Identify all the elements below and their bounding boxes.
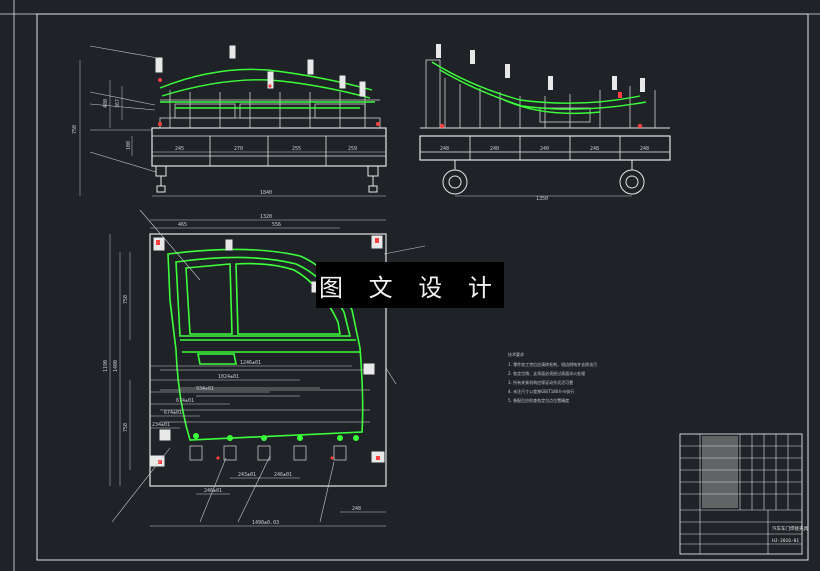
plan-left-b-dim: 750: [123, 295, 129, 304]
title-block-drawing-no: HJ-2016-01: [772, 538, 799, 544]
plan-left-overall-dim: 1190: [103, 360, 109, 372]
side-elevation-view: 248 240 240 248 248 1350: [419, 44, 671, 202]
notes-line-5: 5. 装配后应检查各定位点位置精度: [508, 397, 569, 403]
plan-datum-4: 674±01: [176, 398, 194, 404]
plan-top-b-dim: 556: [272, 222, 281, 228]
plan-datum-2: 1024±01: [218, 374, 239, 380]
notes-line-1: 1. 零件加工完后应清除毛刺，锐边倒钝并去除油污: [508, 361, 597, 367]
top-height-total-dim: 750: [72, 125, 78, 134]
top-bay-dim-3: 255: [292, 146, 301, 152]
title-block: [679, 433, 803, 555]
plan-datum-1: 1246±01: [240, 360, 261, 366]
top-height-c-dim: 100: [126, 141, 132, 150]
plan-overall-width-dim: 1490±0.03: [252, 520, 279, 526]
notes-line-3: 3. 所有夹紧机构应保证动作灵活可靠: [508, 379, 573, 385]
title-block-fill: [702, 436, 738, 508]
plan-bottom-b-dim: 243±01: [238, 472, 256, 478]
plan-datum-5: 674±01: [164, 410, 182, 416]
notes-line-2: 2. 各定位销、支承面必须经过表面淬火处理: [508, 370, 585, 376]
top-bay-dim-1: 245: [175, 146, 184, 152]
plan-left-a-dim: 1400: [113, 360, 119, 372]
plan-datum-6: 234±01: [152, 422, 170, 428]
technical-notes: 技术要求 1. 零件加工完后应清除毛刺，锐边倒钝并去除油污 2. 各定位销、支承…: [508, 351, 597, 403]
front-elevation-view: 245 270 255 259 1840 750 480 367 100: [72, 45, 387, 197]
title-block-name: 汽车车门焊接夹具: [772, 525, 808, 532]
notes-title: 技术要求: [508, 351, 524, 357]
plan-bottom-c-dim: 246±01: [274, 472, 292, 478]
top-height-b-dim: 367: [115, 99, 121, 108]
watermark-banner: 图 文 设 计: [316, 262, 504, 308]
plan-view: 1320 465 556 1490±0.03 246±01 243±01 246…: [103, 209, 426, 527]
plan-datum-3: 934±01: [196, 386, 214, 392]
plan-left-c-dim: 750: [123, 423, 129, 432]
top-height-a-dim: 480: [103, 99, 109, 108]
notes-line-4: 4. 未注尺寸公差按GB/T1804-m执行: [508, 388, 574, 394]
side-bay-dim-4: 248: [590, 146, 599, 152]
side-overall-dim: 1350: [536, 196, 548, 202]
side-bay-dim-1: 248: [440, 146, 449, 152]
plan-bottom-a-dim: 246±01: [204, 488, 222, 494]
plan-top-a-dim: 465: [178, 222, 187, 228]
top-bay-dim-2: 270: [234, 146, 243, 152]
side-bay-dim-2: 240: [490, 146, 499, 152]
top-bay-dim-4: 259: [348, 146, 357, 152]
top-overall-dim: 1840: [260, 190, 272, 196]
side-bay-dim-3: 240: [540, 146, 549, 152]
plan-right-a-dim: 248: [352, 506, 361, 512]
side-bay-dim-5: 248: [640, 146, 649, 152]
plan-top-overall-dim: 1320: [260, 214, 272, 220]
